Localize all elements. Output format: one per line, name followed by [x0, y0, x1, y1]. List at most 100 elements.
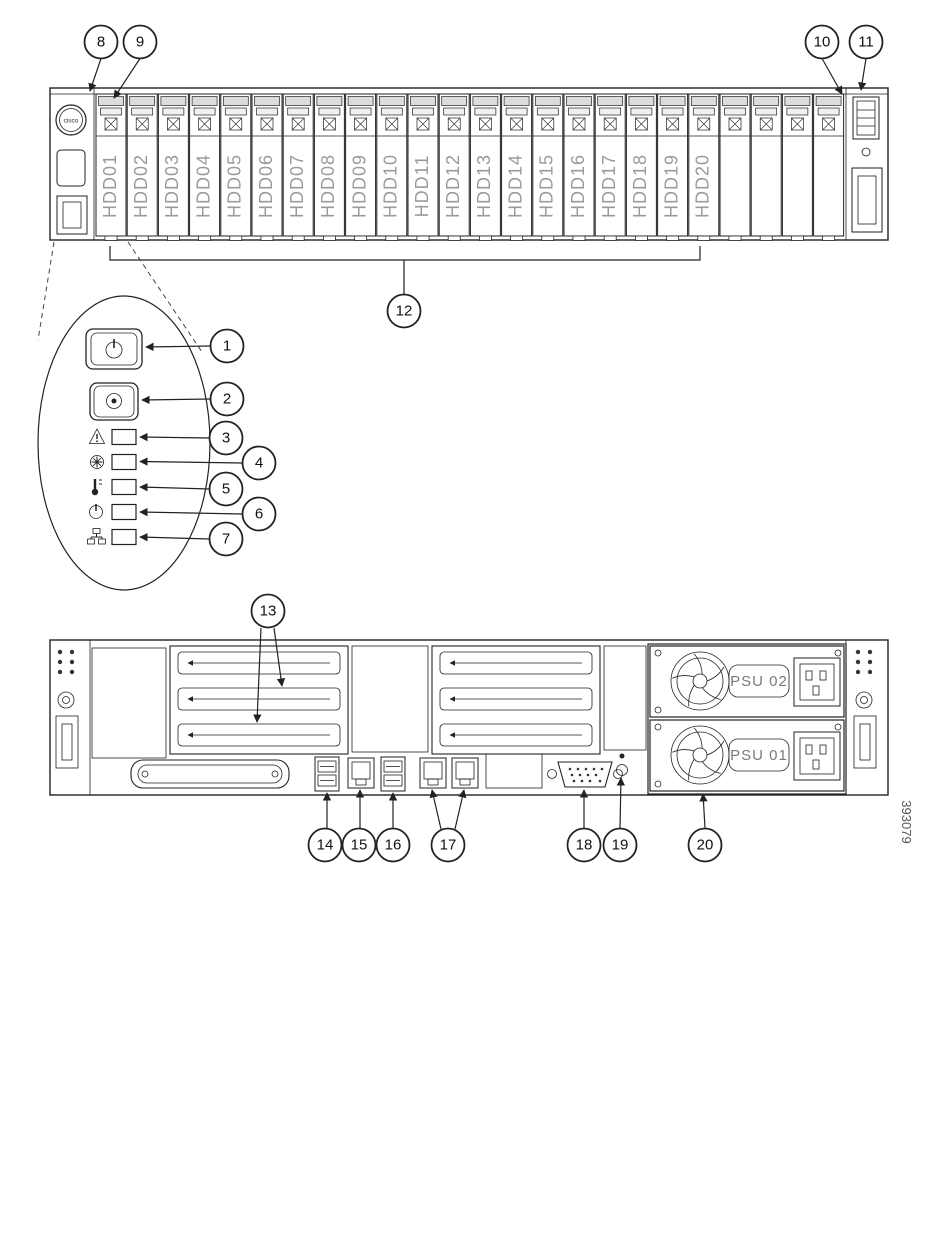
rear-right-ear: [853, 649, 877, 769]
power-button: [85, 328, 143, 370]
drive-bay-label: HDD13: [474, 154, 494, 218]
power-status-led: [111, 503, 137, 521]
callout-13: 13: [250, 593, 286, 629]
pcie-riser-2: [431, 645, 601, 755]
callout-2: 2: [209, 381, 245, 417]
callout-20: 20: [687, 827, 723, 863]
figure-part-number: 393079: [899, 800, 914, 843]
drive-bay: HDD19: [657, 93, 689, 241]
drive-bay-label: HDD01: [100, 154, 120, 218]
drive-bay-label: HDD08: [318, 154, 338, 218]
rear-panel-diagram: PSU 02 PSU 01 13 14 15 16 17 18 19 20: [49, 593, 889, 863]
rear-left-ear: [55, 649, 79, 769]
drive-bay-label: HDD06: [256, 154, 276, 218]
drive-bay: HDD06: [251, 93, 283, 241]
rear-id-led: [619, 753, 625, 759]
callout-15-number: 15: [351, 837, 368, 854]
callout-20-number: 20: [697, 837, 714, 854]
vga-port: [547, 761, 623, 788]
front-panel-diagram: cisco HDD01 HDD02 HDD03 HDD04 HDD05 HDD0…: [49, 24, 889, 329]
drive-bay-label: HDD19: [661, 154, 681, 218]
psu-01-label: PSU 01: [730, 747, 788, 764]
drive-bay: HDD14: [501, 93, 533, 241]
callout-1-number: 1: [223, 338, 231, 355]
drive-bay: HDD02: [126, 93, 158, 241]
callout-12-number: 12: [396, 303, 413, 320]
power-icon: [105, 339, 123, 359]
pcie-slot: [439, 687, 593, 711]
temperature-led-icon: [91, 479, 102, 496]
drive-bay: HDD09: [345, 93, 377, 241]
pcie-slot: [439, 723, 593, 747]
network-led: [111, 528, 137, 546]
fan-led-icon: [90, 455, 104, 469]
callout-16-number: 16: [385, 837, 402, 854]
callout-4: 4: [241, 445, 277, 481]
drive-bay: HDD13: [469, 93, 501, 241]
callout-6-number: 6: [255, 506, 263, 523]
callout-2-number: 2: [223, 391, 231, 408]
drive-bay-label: HDD20: [693, 154, 713, 218]
psu-bay: PSU 02 PSU 01: [647, 643, 847, 795]
drive-bay-label: HDD05: [225, 154, 245, 218]
callout-12: 12: [386, 293, 422, 329]
drive-bay: HDD18: [625, 93, 657, 241]
callout-7: 7: [208, 521, 244, 557]
drive-bay: HDD11: [407, 93, 439, 241]
middle-vent-grid: [351, 645, 429, 753]
drive-bay-label: HDD15: [537, 154, 557, 218]
drive-bay-label: HDD12: [443, 154, 463, 218]
callout-10-number: 10: [814, 34, 831, 51]
drive-bay-blank: [750, 93, 782, 241]
callout-19-number: 19: [612, 837, 629, 854]
port-area-vent-grid: [485, 753, 543, 789]
drive-bay-label: HDD09: [349, 154, 369, 218]
callout-16: 16: [375, 827, 411, 863]
callout-9: 9: [122, 24, 158, 60]
drive-bay: HDD08: [313, 93, 345, 241]
brand-logo: cisco: [64, 118, 79, 125]
psu-02-label: PSU 02: [730, 673, 788, 690]
front-right-ear: [851, 96, 883, 233]
pcie-slot: [439, 651, 593, 675]
lan-port-2: [451, 757, 479, 789]
drive-bay: HDD16: [563, 93, 595, 241]
drive-bay-label: HDD04: [193, 154, 213, 218]
drive-bay: HDD03: [157, 93, 189, 241]
callout-7-number: 7: [222, 531, 230, 548]
callout-5: 5: [208, 471, 244, 507]
drive-bay-label: HDD10: [381, 154, 401, 218]
callout-8: 8: [83, 24, 119, 60]
drive-bay-blank: [719, 93, 751, 241]
network-led-icon: [87, 528, 106, 545]
identification-button: [89, 382, 139, 421]
mgmt-ethernet-port: [347, 757, 375, 789]
control-panel-detail: 1 2 3 4 5 6 7: [37, 241, 277, 591]
callout-18-number: 18: [576, 837, 593, 854]
callout-4-number: 4: [255, 455, 263, 472]
callout-8-number: 8: [97, 34, 105, 51]
usb-port-dual-1: [314, 756, 340, 792]
callout-17-number: 17: [440, 837, 457, 854]
drive-bay-label: HDD07: [287, 154, 307, 218]
drive-bay-label: HDD02: [131, 154, 151, 218]
callout-6: 6: [241, 496, 277, 532]
drive-bay-blank: [781, 93, 813, 241]
callout-19: 19: [602, 827, 638, 863]
drive-bay-label: HDD03: [162, 154, 182, 218]
drive-bay: HDD10: [376, 93, 408, 241]
callout-10: 10: [804, 24, 840, 60]
drive-bay-label: HDD18: [630, 154, 650, 218]
drive-bay-label: HDD17: [599, 154, 619, 218]
drive-bay: HDD17: [594, 93, 626, 241]
fault-led: [111, 428, 137, 446]
drive-bay-array: HDD01 HDD02 HDD03 HDD04 HDD05 HDD06 HDD0…: [95, 93, 845, 241]
fan-led: [111, 453, 137, 471]
callout-3: 3: [208, 420, 244, 456]
callout-18: 18: [566, 827, 602, 863]
drive-bay-label: HDD16: [568, 154, 588, 218]
callout-14: 14: [307, 827, 343, 863]
callout-1: 1: [209, 328, 245, 364]
